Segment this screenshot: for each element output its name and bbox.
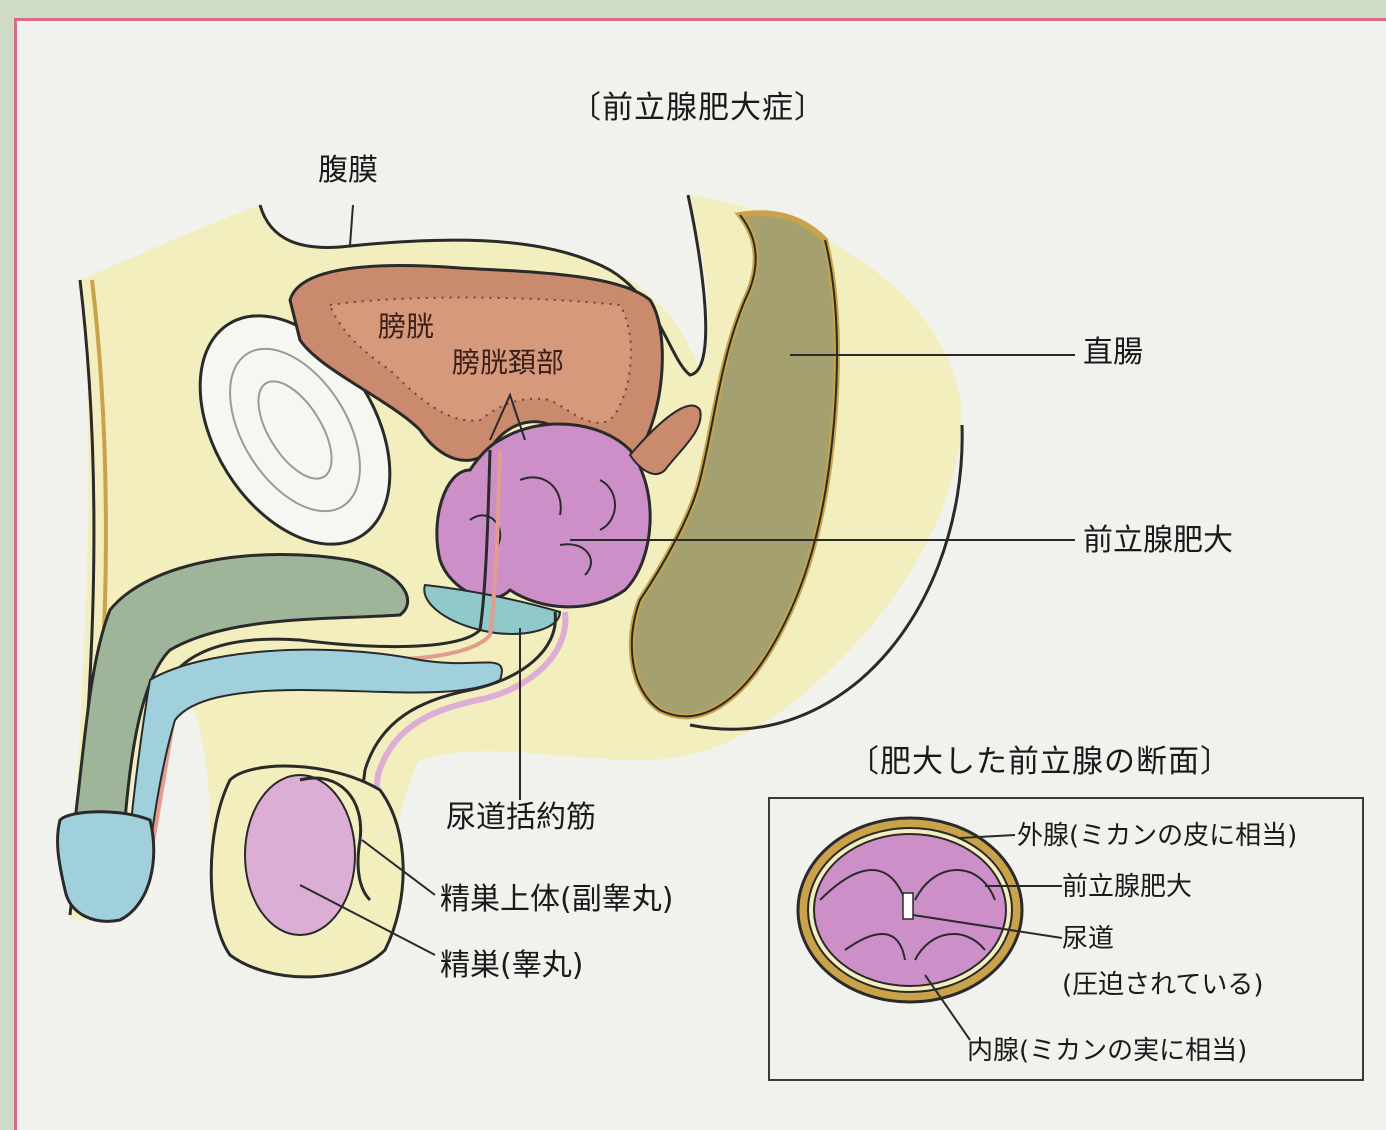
inset-label-urethra: 尿道: [1062, 926, 1114, 952]
label-epididymis: 精巣上体(副睾丸): [440, 885, 673, 915]
inset-label-compressed: (圧迫されている): [1062, 972, 1264, 998]
inset-title: 〔肥大した前立腺の断面〕: [848, 747, 1232, 778]
label-prostate-hypertrophy: 前立腺肥大: [1083, 526, 1233, 556]
inset-label-inner-gland: 内腺(ミカンの実に相当): [967, 1038, 1247, 1064]
label-urethral-sphincter: 尿道括約筋: [446, 803, 596, 833]
testis: [245, 775, 355, 935]
label-rectum: 直腸: [1083, 338, 1143, 368]
inset-label-prostate-hypertrophy: 前立腺肥大: [1062, 874, 1192, 900]
glans: [58, 812, 154, 922]
label-bladder-neck: 膀胱頚部: [452, 349, 564, 377]
inset-label-outer-gland: 外腺(ミカンの皮に相当): [1017, 823, 1297, 849]
label-testis: 精巣(睾丸): [440, 951, 583, 981]
label-peritoneum: 腹膜: [318, 156, 378, 186]
label-bladder: 膀胱: [378, 313, 434, 341]
diagram-title: 〔前立腺肥大症〕: [570, 93, 826, 124]
